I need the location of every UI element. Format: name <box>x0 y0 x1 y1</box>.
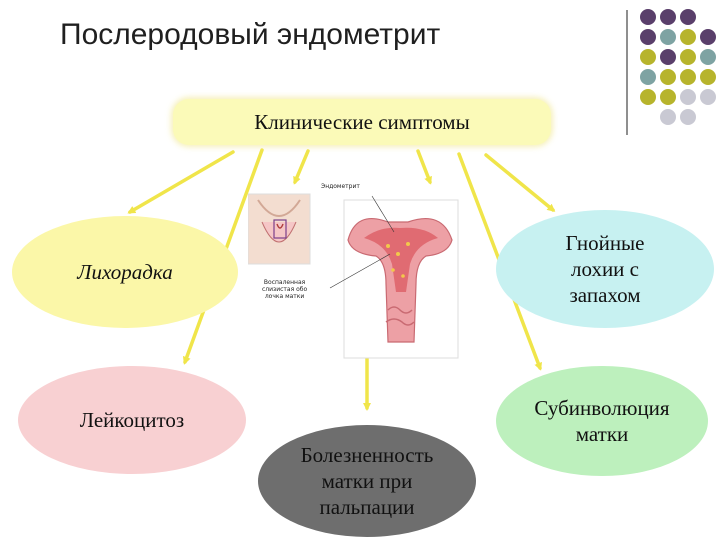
clinical-symptoms-hub: Клинические симптомы <box>173 99 551 145</box>
decorative-divider <box>626 10 628 135</box>
node-subinvolution-line-1: Субинволюция <box>534 395 670 420</box>
node-uterine-tenderness: Болезненность матки при пальпации <box>258 425 476 537</box>
slide-title: Послеродовый эндометрит <box>60 18 441 51</box>
node-fever-label: Лихорадка <box>77 259 173 284</box>
node-leukocytosis: Лейкоцитоз <box>18 366 246 474</box>
figure-label-inflamed-mucosa: Воспаленная слизистая обо лочка матки <box>262 279 308 300</box>
node-purulent-lochia-line-1: Гнойные <box>565 230 645 255</box>
uterus-illustration-image <box>247 193 459 359</box>
arrow-to-fever <box>127 150 235 214</box>
node-fever: Лихорадка <box>12 216 238 328</box>
node-subinvolution: Субинволюция матки <box>496 366 708 476</box>
endometritis-illustration: Эндометрит Воспаленная слизистая обо лоч… <box>247 183 460 362</box>
node-subinvolution-line-2: матки <box>575 422 629 446</box>
figure-label-endometritis: Эндометрит <box>321 183 360 190</box>
arrow-to-figure-left <box>293 149 310 185</box>
node-uterine-tenderness-line-3: пальпации <box>319 495 415 520</box>
node-purulent-lochia-line-2: лохии с <box>570 256 639 281</box>
arrow-to-figure-right <box>416 149 432 185</box>
node-uterine-tenderness-line-1: Болезненность <box>300 442 434 467</box>
arrow-to-discharge <box>484 153 556 212</box>
node-leukocytosis-label: Лейкоцитоз <box>79 407 185 432</box>
node-uterine-tenderness-line-2: матки при <box>321 468 413 493</box>
node-purulent-lochia: Гнойные лохии с запахом <box>496 210 714 328</box>
decorative-dot-grid <box>0 0 720 125</box>
node-purulent-lochia-line-3: запахом <box>569 283 641 308</box>
